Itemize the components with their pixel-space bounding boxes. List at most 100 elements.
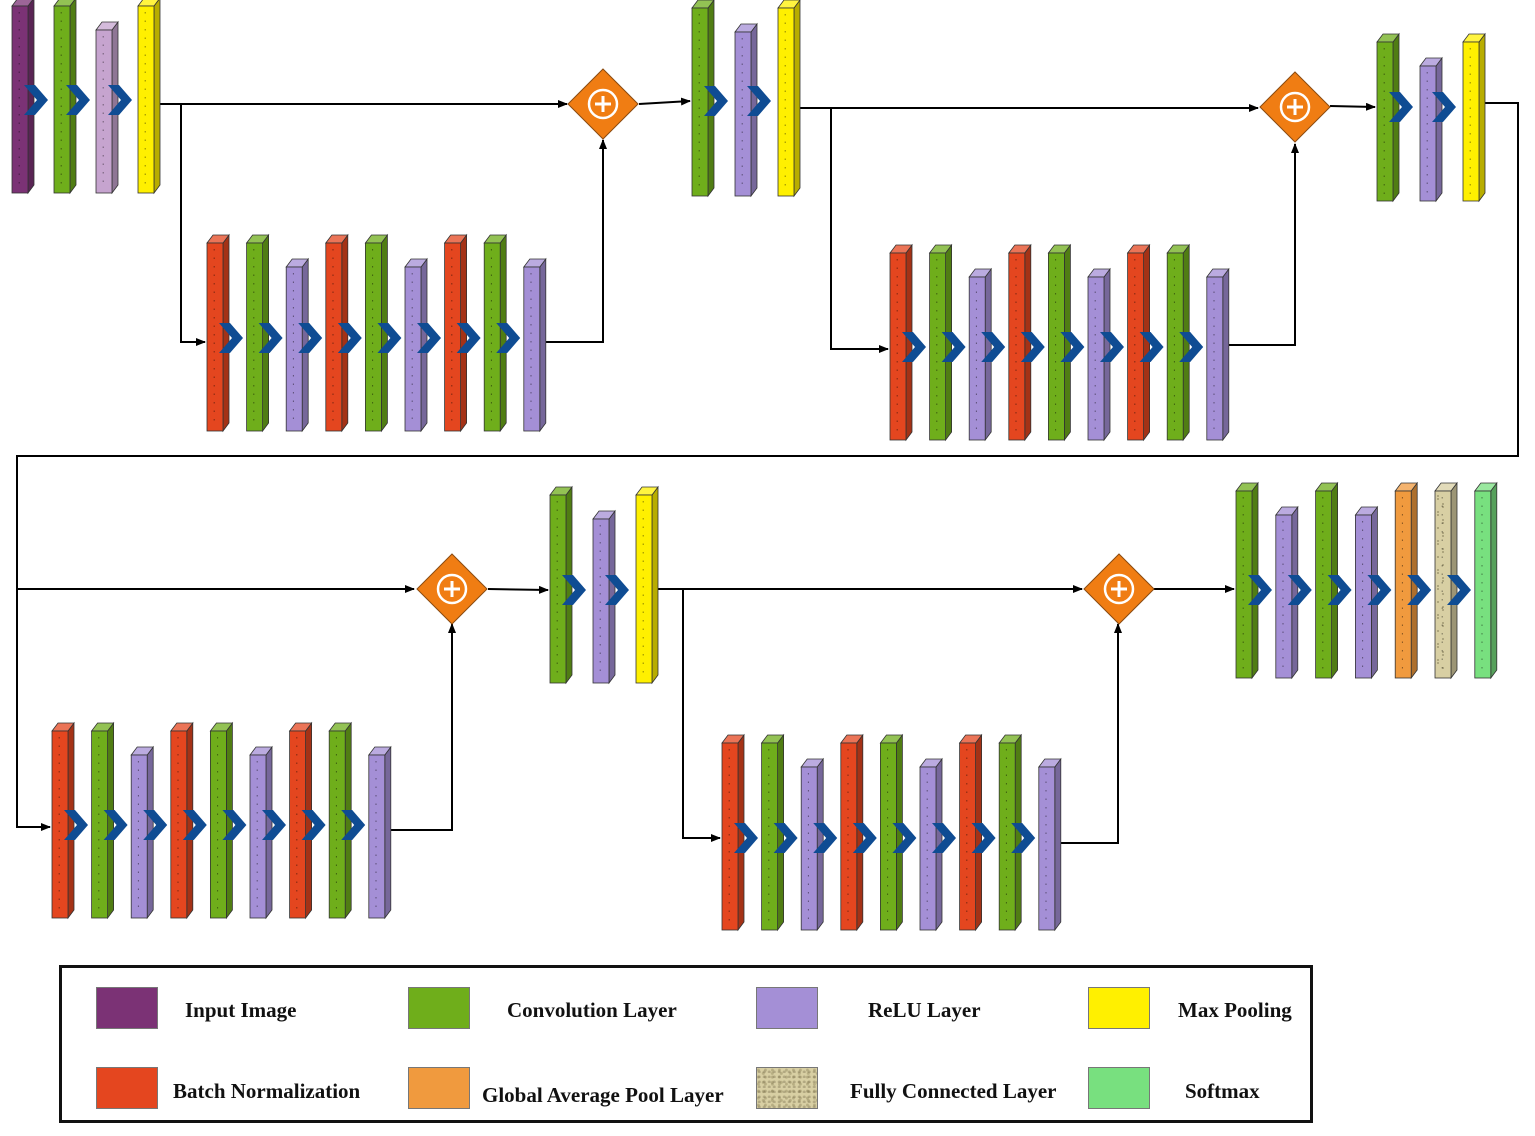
- relu-layer: [522, 257, 547, 433]
- conv-layer: [760, 733, 785, 932]
- conv-layer: [483, 233, 508, 433]
- legend-label-relu: ReLU Layer: [868, 998, 981, 1022]
- layer-blocks: [11, 0, 1498, 932]
- chevron-arrow-icon: [66, 85, 90, 115]
- chevron-arrow-icon: [182, 810, 207, 840]
- batchnorm-layer: [721, 733, 745, 932]
- chevron-arrow-icon: [1389, 92, 1413, 122]
- relu-layer: [404, 257, 428, 433]
- chevron-arrow-icon: [417, 323, 441, 353]
- conv-layer: [998, 733, 1023, 932]
- conv-layer: [53, 0, 77, 195]
- chevron-arrow-icon: [1407, 575, 1432, 605]
- legend-swatch-fc: [756, 1067, 818, 1109]
- chevron-arrow-icon: [704, 86, 728, 116]
- batchnorm-layer: [1126, 243, 1151, 442]
- relu-layer: [1354, 505, 1379, 680]
- connector-line: [388, 623, 456, 831]
- connector-line: [1058, 623, 1122, 844]
- chevron-arrow-icon: [1447, 575, 1471, 605]
- chevron-arrow-icon: [24, 85, 48, 115]
- chevron-arrow-icon: [143, 810, 168, 840]
- connector-line: [638, 97, 691, 106]
- chevron-arrow-icon: [971, 823, 996, 853]
- legend-swatch-batchnorm: [96, 1067, 158, 1109]
- batchnorm-layer: [324, 233, 349, 433]
- chevron-arrow-icon: [337, 323, 362, 353]
- conv-layer: [549, 485, 573, 685]
- relu-layer: [968, 267, 993, 442]
- relu-layer: [1419, 56, 1443, 203]
- gap-layer: [1394, 481, 1418, 680]
- batchnorm-layer: [839, 733, 864, 932]
- residual-branch-2: [889, 243, 1230, 442]
- chevron-arrow-icon: [103, 810, 128, 840]
- chevron-arrow-icon: [852, 823, 877, 853]
- legend-swatch-relu: [756, 987, 818, 1029]
- chevron-arrow-icon: [562, 575, 586, 605]
- chevron-arrow-icon: [1011, 823, 1036, 853]
- residual-branch-1: [206, 233, 547, 433]
- relu-layer: [800, 757, 825, 932]
- legend-label-softmax: Softmax: [1185, 1079, 1260, 1103]
- chevron-arrow-icon: [734, 823, 758, 853]
- chevron-arrow-icon: [902, 332, 926, 362]
- add-node-1: [567, 68, 639, 140]
- chevron-arrow-icon: [496, 323, 521, 353]
- architecture-canvas: [11, 0, 1519, 932]
- conv-layer: [90, 721, 115, 920]
- chevron-arrow-icon: [747, 86, 771, 116]
- conv-layer: [1047, 243, 1072, 442]
- connector-line: [1228, 143, 1299, 346]
- legend-label-batchnorm: Batch Normalization: [173, 1079, 361, 1103]
- batchnorm-layer: [288, 721, 313, 920]
- batchnorm-layer: [51, 721, 75, 920]
- chevron-arrow-icon: [1179, 332, 1204, 362]
- conv-layer: [364, 233, 389, 433]
- connector-line: [541, 139, 607, 343]
- chevron-arrow-icon: [262, 810, 286, 840]
- chevron-arrow-icon: [605, 575, 629, 605]
- add-node-3: [416, 553, 488, 625]
- legend-label-input: Input Image: [185, 998, 297, 1022]
- conv-layer: [1166, 243, 1190, 442]
- legend-swatch-maxpool: [1088, 987, 1150, 1029]
- chevron-arrow-icon: [1139, 332, 1164, 362]
- conv-layer: [245, 233, 270, 433]
- relu-layer: [592, 509, 616, 685]
- relu_light-layer: [95, 20, 119, 195]
- stage-1-block: [691, 0, 801, 198]
- chevron-arrow-icon: [377, 323, 402, 353]
- stage-2-block: [1376, 32, 1486, 203]
- conv-layer: [691, 0, 715, 198]
- residual-branch-4: [721, 733, 1062, 932]
- chevron-arrow-icon: [1327, 575, 1352, 605]
- maxpool-layer: [137, 0, 161, 195]
- chevron-arrow-icon: [1100, 332, 1124, 362]
- softmax-layer: [1474, 481, 1498, 680]
- legend-label-gap: Global Average Pool Layer: [482, 1083, 724, 1107]
- maxpool-layer: [635, 485, 659, 685]
- residual-branch-3: [51, 721, 392, 920]
- connector-line: [16, 589, 51, 831]
- conv-layer: [209, 721, 234, 920]
- connector-line: [1329, 102, 1376, 111]
- add-node-2: [1259, 71, 1331, 143]
- chevron-arrow-icon: [892, 823, 917, 853]
- chevron-arrow-icon: [1020, 332, 1045, 362]
- legend-label-conv: Convolution Layer: [507, 998, 677, 1022]
- stage-3-block: [549, 485, 659, 685]
- chevron-arrow-icon: [981, 332, 1006, 362]
- connector-line: [180, 104, 206, 346]
- chevron-arrow-icon: [941, 332, 966, 362]
- input-layer: [11, 0, 35, 195]
- chevron-arrow-icon: [813, 823, 838, 853]
- add-node-4: [1083, 553, 1155, 625]
- chevron-arrow-icon: [1248, 575, 1272, 605]
- batchnorm-layer: [889, 243, 913, 442]
- legend-swatch-input: [96, 987, 158, 1029]
- connector-line: [16, 102, 1519, 593]
- conv-layer: [928, 243, 953, 442]
